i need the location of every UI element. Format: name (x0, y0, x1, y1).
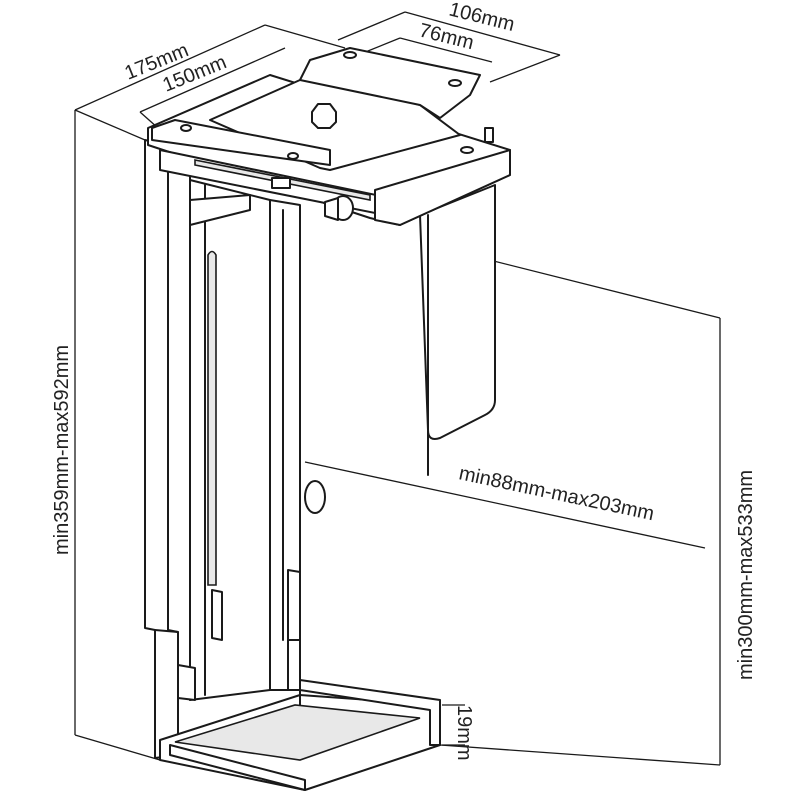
dim-height-ext-bottom (74, 734, 161, 761)
dim-height-ext-top (74, 109, 146, 141)
dim-150-line (139, 47, 286, 113)
center-rail (269, 199, 326, 691)
bottom-tray (159, 679, 441, 791)
dim-width-line (304, 461, 706, 549)
rear-frame (177, 179, 271, 701)
side-hook-plate (419, 184, 496, 440)
dim-76-line (399, 37, 493, 63)
dim-175-line (74, 24, 266, 111)
label-19mm: 19mm (453, 705, 475, 761)
dimension-lines (74, 11, 721, 766)
side-knob (304, 480, 326, 514)
label-inner-height: min300mm-max533mm (735, 470, 757, 680)
dim-inner-height-ext-bottom (439, 744, 721, 766)
dim-106-ext-right (489, 54, 561, 83)
center-nut (311, 103, 337, 129)
dim-106-line (404, 11, 561, 56)
label-total-height: min359mm-max592mm (51, 345, 73, 555)
cross-brace (189, 194, 251, 226)
dim-106-ext-left (337, 11, 406, 41)
top-plate (147, 47, 511, 226)
dim-175-ext (264, 24, 346, 49)
